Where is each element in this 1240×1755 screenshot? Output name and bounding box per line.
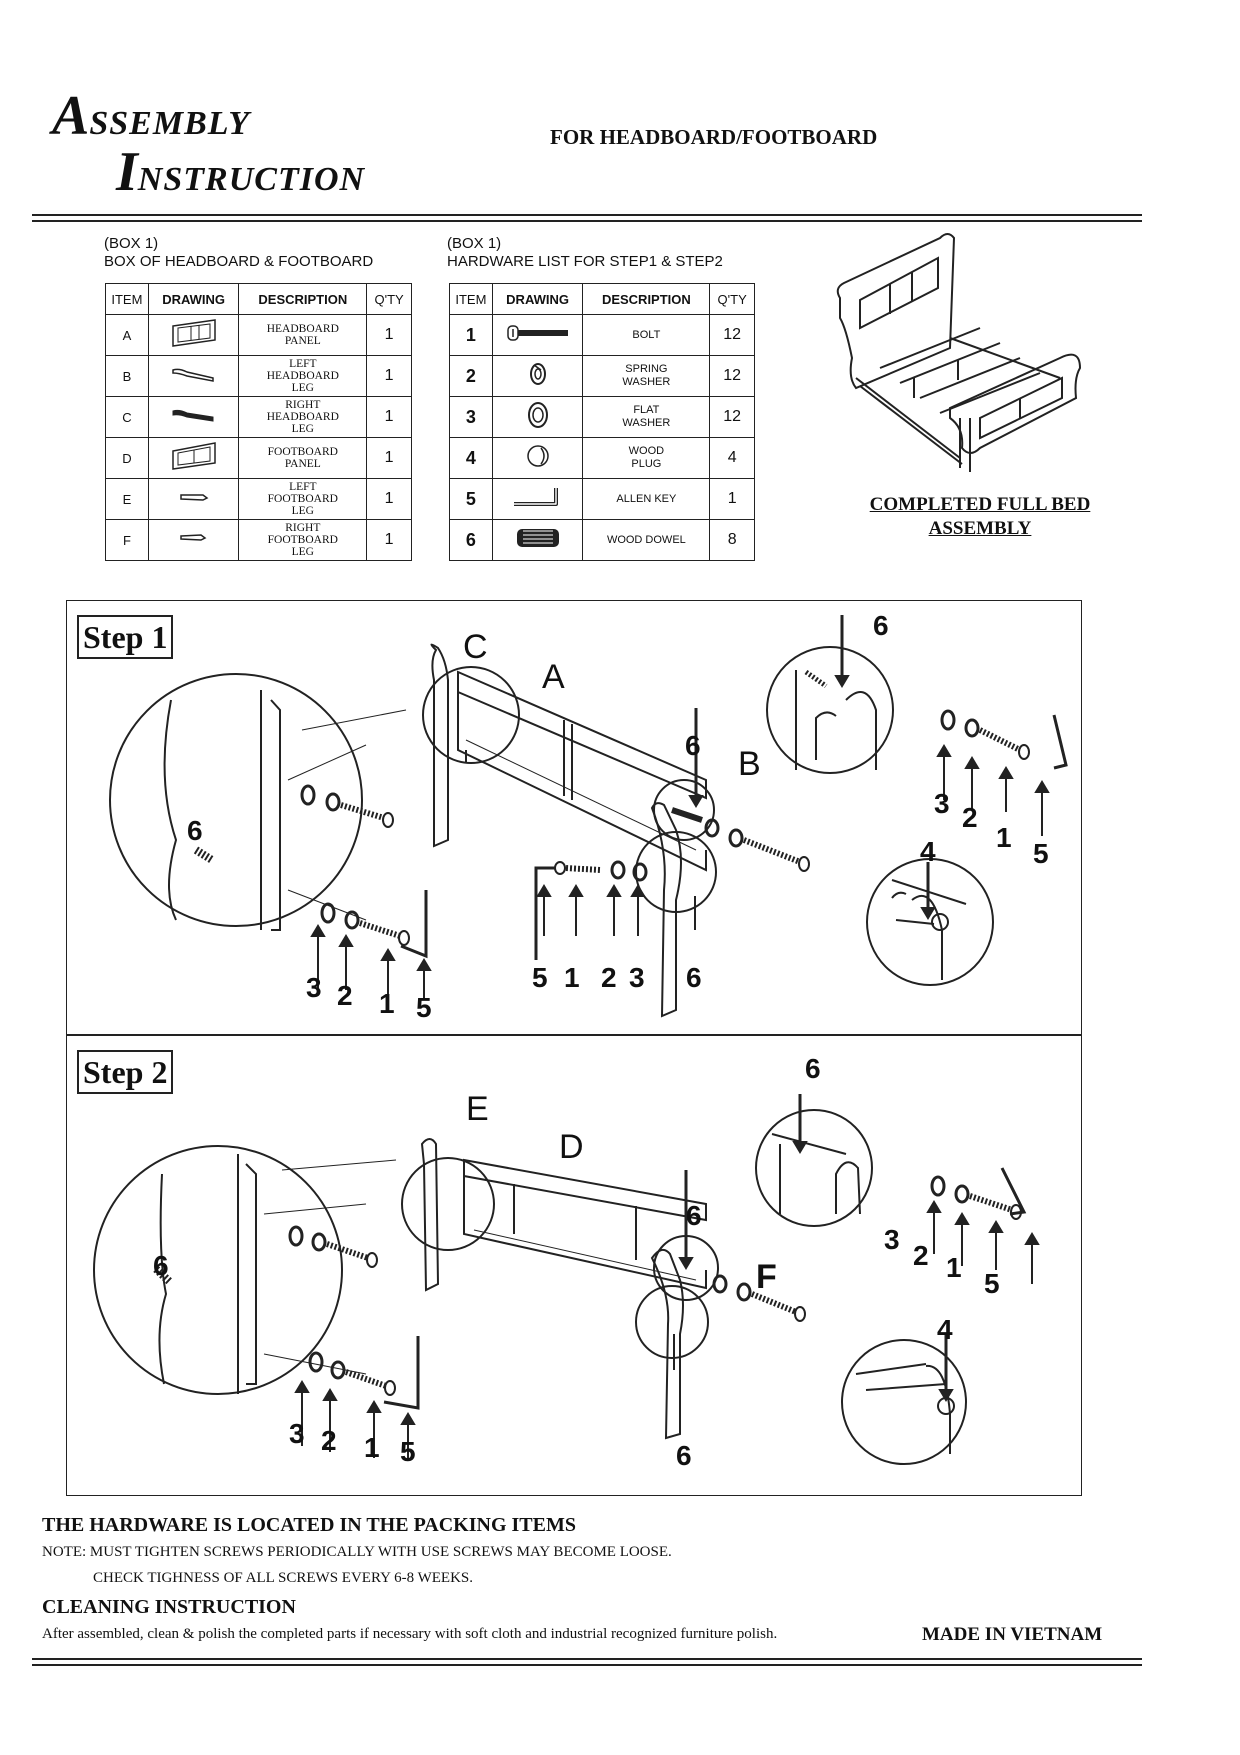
step1-dowel-topright: 6: [873, 610, 889, 641]
step2-left-1: 1: [364, 1432, 380, 1463]
completed-caption: COMPLETED FULL BED ASSEMBLY: [869, 494, 1091, 539]
table-row: 5 ALLEN KEY 1: [449, 478, 755, 520]
step1-mid-2: 2: [601, 962, 617, 993]
step2-left-2: 2: [321, 1425, 337, 1456]
table-header-row: ITEM DRAWING DESCRIPTION Q'TY: [105, 283, 412, 315]
box1-heading: (BOX 1) BOX OF HEADBOARD & FOOTBOARD: [104, 235, 374, 270]
step1-mid-5: 5: [532, 962, 548, 993]
note-line-1: NOTE: MUST TIGHTEN SCREWS PERIODICALLY W…: [42, 1544, 672, 1560]
step2-right-1: 1: [946, 1252, 962, 1283]
right-headboard-leg-icon: [147, 396, 240, 438]
bolt-icon: [491, 314, 584, 356]
table-row: E LEFT FOOTBOARD LEG 1: [105, 478, 412, 520]
document-title: ASSEMBLY INSTRUCTION: [52, 88, 365, 214]
step2-dowel-mid: 6: [686, 1200, 702, 1231]
box1-table: ITEM DRAWING DESCRIPTION Q'TY A HEADBOAR…: [105, 283, 412, 561]
step1-plug-4: 4: [920, 836, 936, 867]
step1-dowel-left: 6: [187, 815, 203, 846]
step1-right-2: 2: [962, 802, 978, 833]
title-line-2: INSTRUCTION: [116, 141, 366, 203]
step2-right-3: 3: [884, 1224, 900, 1255]
table-row: A HEADBOARD PANEL 1: [105, 314, 412, 356]
step1-panel: [66, 600, 1082, 1036]
step1-dowel-mid: 6: [685, 730, 701, 761]
footboard-panel-icon: [147, 437, 240, 479]
wood-dowel-icon: [491, 519, 584, 561]
left-footboard-leg-icon: [147, 478, 240, 520]
step2-right-2: 2: [913, 1240, 929, 1271]
step2-diagram: [93, 1094, 1040, 1465]
hardware-heading: (BOX 1) HARDWARE LIST FOR STEP1 & STEP2: [447, 235, 723, 270]
table-row: 2 SPRING WASHER 12: [449, 355, 755, 397]
table-header-row: ITEM DRAWING DESCRIPTION Q'TY: [449, 283, 755, 315]
step1-mid-1: 1: [564, 962, 580, 993]
step2-dowel-topright: 6: [805, 1053, 821, 1084]
step2-label-e: E: [466, 1090, 489, 1128]
step1-diagram: [109, 615, 1068, 1018]
cleaning-text: After assembled, clean & polish the comp…: [42, 1626, 778, 1642]
flat-washer-icon: [491, 396, 584, 438]
header-rule-bottom: [32, 220, 1142, 222]
step1-right-5: 5: [1033, 838, 1049, 869]
step1-mid-3: 3: [629, 962, 645, 993]
step1-right-1: 1: [996, 822, 1012, 853]
table-row: B LEFT HEADBOARD LEG 1: [105, 355, 412, 397]
step2-label-d: D: [559, 1128, 584, 1166]
step2-right-5: 5: [984, 1268, 1000, 1299]
table-row: 6 WOOD DOWEL 8: [449, 519, 755, 561]
step2-left-3: 3: [289, 1418, 305, 1449]
step1-label-a: A: [542, 658, 565, 696]
step1-left-3: 3: [306, 972, 322, 1003]
step1-label-c: C: [463, 628, 488, 666]
allen-key-icon: [491, 478, 584, 520]
made-in-label: MADE IN VIETNAM: [922, 1624, 1103, 1645]
headboard-panel-icon: [147, 314, 240, 356]
note-line-2: CHECK TIGHNESS OF ALL SCREWS EVERY 6-8 W…: [93, 1570, 474, 1586]
step2-panel: [66, 1034, 1082, 1496]
footer-rule-top: [32, 1658, 1142, 1660]
table-row: 3 FLAT WASHER 12: [449, 396, 755, 438]
table-row: C RIGHT HEADBOARD LEG 1: [105, 396, 412, 438]
hardware-location-heading: THE HARDWARE IS LOCATED IN THE PACKING I…: [42, 1514, 576, 1536]
right-footboard-leg-icon: [147, 519, 240, 561]
table-row: 4 WOOD PLUG 4: [449, 437, 755, 479]
step2-plug-4: 4: [937, 1314, 953, 1345]
document-subtitle: FOR HEADBOARD/FOOTBOARD: [550, 125, 878, 149]
step1-label-b: B: [738, 745, 761, 783]
spring-washer-icon: [491, 355, 584, 397]
step1-left-5: 5: [416, 992, 432, 1023]
hardware-table: ITEM DRAWING DESCRIPTION Q'TY 1 BOLT 12 …: [449, 283, 755, 561]
step2-label: Step 2: [77, 1050, 174, 1094]
completed-bed-illustration: [836, 233, 1082, 472]
step1-left-1: 1: [379, 988, 395, 1019]
footer-rule-bottom: [32, 1664, 1142, 1666]
step2-left-5: 5: [400, 1436, 416, 1467]
cleaning-heading: CLEANING INSTRUCTION: [42, 1596, 296, 1618]
table-row: 1 BOLT 12: [449, 314, 755, 356]
header-rule-top: [32, 214, 1142, 216]
table-row: D FOOTBOARD PANEL 1: [105, 437, 412, 479]
step1-label: Step 1: [77, 615, 174, 659]
wood-plug-icon: [491, 437, 584, 479]
step1-dowel-bottom: 6: [686, 962, 702, 993]
step2-dowel-bottom: 6: [676, 1440, 692, 1471]
step2-dowel-left: 6: [153, 1250, 169, 1281]
title-line-1: ASSEMBLY: [52, 85, 251, 147]
left-headboard-leg-icon: [147, 355, 240, 397]
table-row: F RIGHT FOOTBOARD LEG 1: [105, 519, 412, 561]
step1-left-2: 2: [337, 980, 353, 1011]
step2-label-f: F: [756, 1258, 777, 1296]
step1-right-3: 3: [934, 788, 950, 819]
